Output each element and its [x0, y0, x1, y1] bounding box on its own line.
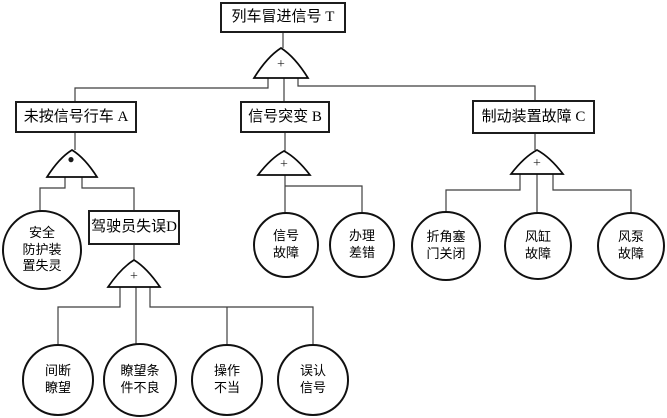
- or-gate-shape: [509, 149, 565, 175]
- connector-gatec-to-angle-cock: [445, 174, 521, 212]
- basic-event-improper-operation: 操作 不当: [191, 344, 263, 416]
- or-gate-shape: [252, 46, 310, 79]
- connector-gatec-to-air-pump: [552, 174, 632, 213]
- or-gate-plus-icon: +: [130, 269, 138, 284]
- or-gate-plus-icon: +: [277, 57, 285, 72]
- and-gate-shape: [45, 149, 99, 178]
- or-gate-plus-icon: +: [533, 156, 541, 171]
- or-gate-shape: [256, 150, 312, 176]
- connector-gate-to-c: [297, 78, 536, 100]
- basic-event-air-cylinder-fault: 风缸 故障: [504, 212, 572, 280]
- and-gate-dot-icon: ●: [67, 152, 74, 166]
- event-d-label: 驾驶员失误D: [91, 219, 177, 236]
- or-gate-b: +: [256, 150, 312, 176]
- top-event-box: 列车冒进信号 T: [220, 2, 346, 33]
- or-gate-shape: [106, 259, 162, 288]
- top-event-label: 列车冒进信号 T: [231, 9, 335, 26]
- basic-event-air-pump-fault: 风泵 故障: [597, 212, 665, 280]
- connector-gateb-to-handling-error: [285, 185, 363, 213]
- basic-event-signal-fault: 信号 故障: [253, 212, 319, 278]
- or-gate-c: +: [509, 149, 565, 175]
- or-gate-d: +: [106, 259, 162, 288]
- event-box-a: 未按信号行车 A: [15, 101, 137, 133]
- or-gate-plus-icon: +: [280, 157, 288, 172]
- event-box-d: 驾驶员失误D: [88, 210, 180, 245]
- basic-event-misread-signal: 误认 信号: [277, 344, 349, 416]
- event-b-label: 信号突变 B: [248, 108, 322, 125]
- event-a-label: 未按信号行车 A: [23, 108, 129, 125]
- event-c-label: 制动装置故障 C: [481, 108, 586, 125]
- basic-event-intermittent-lookout: 间断 瞭望: [22, 344, 94, 416]
- and-gate-a: ●: [45, 149, 99, 178]
- connector-gatea-to-d: [81, 177, 135, 210]
- event-box-b: 信号突变 B: [240, 101, 330, 133]
- basic-event-angle-cock-closed: 折角塞 门关闭: [411, 211, 481, 281]
- connector-gated-to-intermittent-lookout: [57, 287, 121, 345]
- connector-gatea-to-safety-device: [39, 177, 66, 211]
- basic-event-handling-error: 办理 差错: [329, 212, 395, 278]
- connector-gated-to-misread-signal: [149, 287, 314, 345]
- basic-event-poor-lookout-condition: 瞭望条 件不良: [103, 343, 177, 417]
- event-box-c: 制动装置故障 C: [472, 100, 595, 134]
- connector-gate-to-a: [74, 78, 269, 101]
- basic-event-safety-device-failure: 安全 防护装 置失灵: [2, 210, 82, 290]
- or-gate-top: +: [252, 46, 310, 79]
